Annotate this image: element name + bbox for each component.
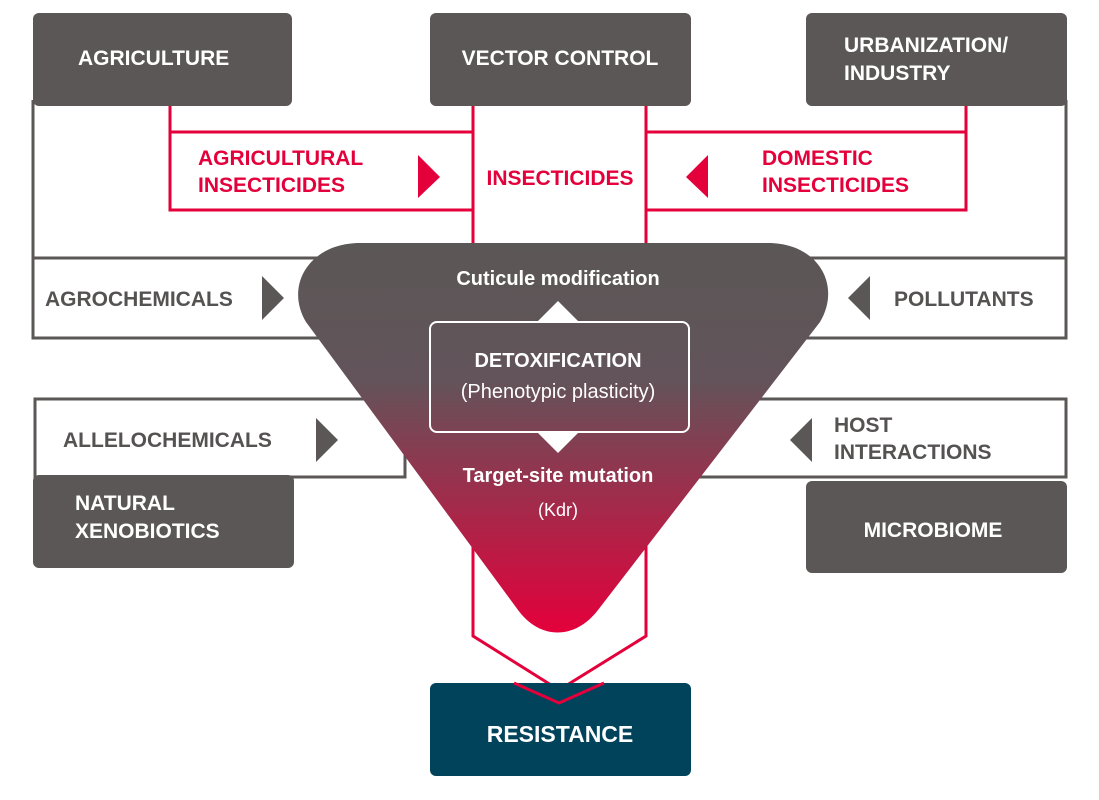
arrow-right-icon: [316, 418, 338, 462]
urbanization-box: [806, 13, 1067, 106]
agricultural-insecticides-frame: [168, 104, 473, 212]
detoxification-label: DETOXIFICATION: [474, 350, 641, 372]
natural-xenobiotics-line1: NATURAL: [75, 492, 175, 515]
domestic-insecticides-frame: [646, 104, 968, 212]
domestic-insecticides-line1: DOMESTIC: [762, 147, 873, 170]
microbiome-label: MICROBIOME: [864, 519, 1003, 542]
arrow-right-icon: [418, 155, 440, 198]
arrow-left-icon: [790, 418, 812, 462]
microbiome-box: [806, 481, 1067, 573]
natural-xenobiotics-line2: XENOBIOTICS: [75, 520, 220, 543]
host-interactions-line1: HOST: [834, 414, 893, 437]
up-arrow-icon: [538, 301, 578, 321]
agrochemicals-label: AGROCHEMICALS: [45, 288, 233, 311]
arrow-left-icon: [686, 155, 708, 198]
allelochemicals-label: ALLELOCHEMICALS: [63, 429, 272, 452]
arrow-right-icon: [262, 276, 284, 320]
pollutants-label: POLLUTANTS: [894, 288, 1034, 311]
agriculture-label: AGRICULTURE: [78, 47, 229, 70]
agricultural-insecticides-line2: INSECTICIDES: [198, 174, 345, 197]
resistance-arrow-tip: [513, 681, 605, 705]
vector-control-box: [430, 13, 691, 106]
urbanization-label-line2: INDUSTRY: [844, 62, 951, 85]
domestic-insecticides-line2: INSECTICIDES: [762, 174, 909, 197]
urbanization-label-line1: URBANIZATION/: [844, 34, 1008, 57]
natural-xenobiotics-box: [33, 475, 294, 568]
agriculture-box: [33, 13, 292, 106]
phenotypic-plasticity-label: (Phenotypic plasticity): [461, 381, 656, 403]
cuticle-modification-label: Cuticule modification: [456, 268, 659, 290]
arrow-left-icon: [848, 276, 870, 320]
down-arrow-icon: [538, 433, 578, 453]
resistance-label: RESISTANCE: [487, 721, 634, 747]
kdr-label: (Kdr): [538, 500, 578, 520]
target-site-mutation-label: Target-site mutation: [463, 465, 654, 487]
host-interactions-line2: INTERACTIONS: [834, 441, 992, 464]
detoxification-box: [429, 321, 690, 433]
agricultural-insecticides-line1: AGRICULTURAL: [198, 147, 363, 170]
insecticides-label: INSECTICIDES: [486, 167, 633, 190]
resistance-box: [430, 683, 691, 776]
vector-control-label: VECTOR CONTROL: [462, 47, 659, 70]
